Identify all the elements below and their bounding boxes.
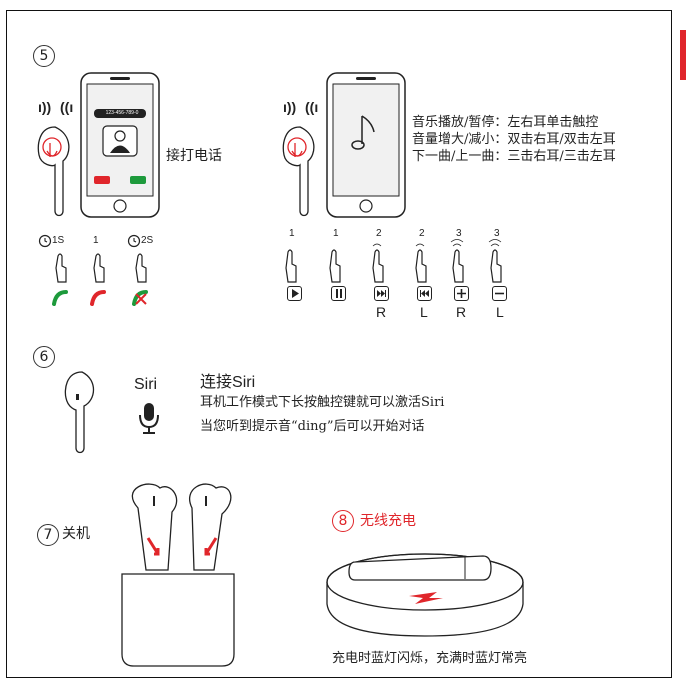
earbud-icon (282, 126, 315, 217)
music-finger-icons (285, 239, 502, 283)
wireless-charging-label: 无线充电 (360, 513, 416, 529)
call-label: 接打电话 (166, 148, 222, 164)
wireless-charger-illustration (326, 553, 524, 637)
side-label: R (456, 304, 467, 320)
sound-wave-icon: ı)) ((ı (283, 99, 318, 115)
charging-caption: 充电时蓝灯闪烁，充满时蓝灯常亮 (332, 651, 528, 666)
page-edge-marker (680, 30, 686, 80)
previous-track-icon (417, 286, 432, 301)
tap-count: 2 (376, 228, 382, 239)
tap-count-reject: 1 (93, 235, 99, 246)
tap-count: 2 (419, 228, 425, 239)
siri-instruction-2: 当您听到提示音“ding”后可以开始对话 (200, 419, 425, 434)
siri-label: Siri (134, 376, 158, 393)
volume-up-icon (454, 286, 469, 301)
section-number-8: 8 (332, 510, 354, 532)
next-track-icon (374, 286, 389, 301)
tap-count: 3 (456, 228, 462, 239)
svg-text:ı)): ı)) (283, 99, 296, 115)
phone-call-illustration (80, 72, 160, 218)
play-icon (287, 286, 302, 301)
svg-text:((ı: ((ı (60, 99, 73, 115)
music-line-2: 音量增大/减小：双击右耳/双击左耳 (412, 132, 616, 147)
tap-count: 1 (289, 228, 295, 239)
section-number-7: 7 (37, 524, 59, 546)
tap-count: 3 (494, 228, 500, 239)
section-number-6: 6 (33, 346, 55, 368)
side-label: R (376, 304, 387, 320)
music-line-3: 下一曲/上一曲：三击右耳/三击左耳 (412, 149, 616, 164)
sound-wave-icon: ı)) ((ı (38, 99, 73, 115)
caller-number: 123-456-789-0 (105, 110, 139, 116)
power-off-label: 关机 (62, 526, 90, 542)
section-number-5: 5 (33, 45, 55, 67)
side-label: L (496, 304, 504, 320)
svg-text:((ı: ((ı (305, 99, 318, 115)
phone-action-icons (52, 290, 148, 306)
connect-siri-title: 连接Siri (200, 372, 256, 391)
clock-icon (127, 234, 141, 248)
side-label: L (420, 304, 428, 320)
tap-count: 1 (333, 228, 339, 239)
siri-instruction-1: 耳机工作模式下长按触控键就可以激活Siri (200, 395, 445, 410)
pause-icon (331, 286, 346, 301)
hold-time-answer: 1S (52, 235, 65, 246)
volume-down-icon (492, 286, 507, 301)
earbud-icon (37, 126, 70, 217)
finger-tap-icons (55, 253, 147, 283)
manual-frame (6, 10, 672, 678)
clock-icon (38, 234, 52, 248)
music-line-1: 音乐播放/暂停：左右耳单击触控 (412, 115, 599, 130)
phone-music-illustration (326, 72, 406, 218)
hold-time-hangup: 2S (141, 235, 154, 246)
earbud-icon (64, 371, 95, 454)
earbuds-in-case-illustration (121, 483, 235, 667)
microphone-icon (139, 403, 159, 434)
svg-text:ı)): ı)) (38, 99, 51, 115)
